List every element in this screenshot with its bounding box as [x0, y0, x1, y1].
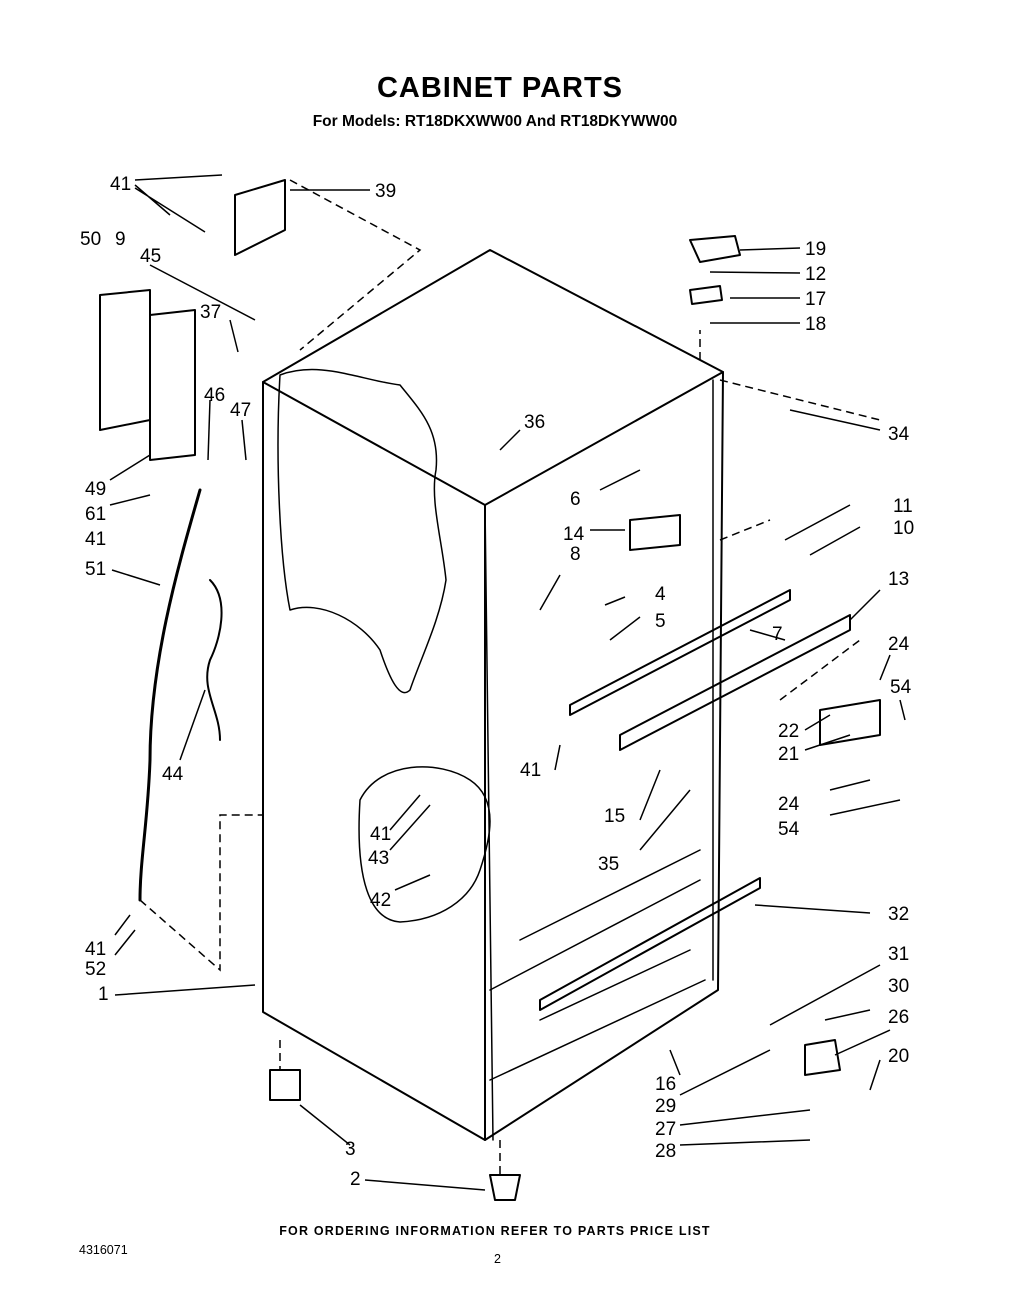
callout-43: 43 — [368, 848, 389, 869]
callout-61: 61 — [85, 504, 106, 525]
callout-2: 2 — [350, 1169, 361, 1190]
callout-49: 49 — [85, 479, 106, 500]
document-part-number: 4316071 — [79, 1243, 128, 1257]
callout-22: 22 — [778, 721, 799, 742]
hinge-cover-19 — [689, 235, 741, 263]
callout-24: 24 — [888, 634, 910, 655]
callout-42: 42 — [370, 890, 391, 911]
callout-3: 3 — [345, 1139, 356, 1160]
callout-41: 41 — [85, 939, 106, 960]
callout-29: 29 — [655, 1096, 676, 1117]
cutaway-lower — [358, 766, 491, 923]
gasket-61 — [149, 309, 196, 461]
rail-7 — [569, 589, 791, 716]
callout-18: 18 — [805, 314, 826, 335]
callout-15: 15 — [604, 806, 625, 827]
callout-52: 52 — [85, 959, 106, 980]
callout-24: 24 — [778, 794, 800, 815]
callout-10: 10 — [893, 518, 914, 539]
callout-21: 21 — [778, 744, 799, 765]
callout-16: 16 — [655, 1074, 676, 1095]
panel-49 — [99, 289, 151, 431]
callout-1: 1 — [98, 984, 109, 1005]
rail-32 — [539, 877, 761, 1011]
callout-34: 34 — [888, 424, 910, 445]
callout-5: 5 — [655, 611, 666, 632]
callout-28: 28 — [655, 1141, 676, 1162]
callout-7: 7 — [772, 624, 783, 645]
callout-41: 41 — [520, 760, 541, 781]
models-subtitle: For Models: RT18DKXWW00 And RT18DKYWW00 — [312, 113, 678, 130]
callout-9: 9 — [115, 229, 126, 250]
callout-19: 19 — [805, 239, 826, 260]
water-tube-51 — [138, 488, 202, 902]
roller-3 — [269, 1069, 301, 1101]
callout-41: 41 — [85, 529, 106, 550]
callout-8: 8 — [570, 544, 581, 565]
callout-32: 32 — [888, 904, 909, 925]
callout-51: 51 — [85, 559, 106, 580]
callout-46: 46 — [204, 385, 225, 406]
bracket-39 — [234, 179, 286, 256]
callout-36: 36 — [524, 412, 545, 433]
hinge-17 — [689, 285, 723, 305]
callout-13: 13 — [888, 569, 909, 590]
wire-harness-44 — [206, 579, 223, 741]
callout-44: 44 — [162, 764, 184, 785]
callout-41: 41 — [370, 824, 391, 845]
callout-6: 6 — [570, 489, 581, 510]
callout-14: 14 — [563, 524, 585, 545]
callout-37: 37 — [200, 302, 221, 323]
callout-4: 4 — [655, 584, 666, 605]
callout-45: 45 — [140, 246, 161, 267]
callout-54: 54 — [778, 819, 800, 840]
cabinet-outline — [262, 249, 724, 1141]
page-title: CABINET PARTS — [376, 72, 624, 104]
callout-11: 11 — [893, 496, 913, 517]
hinge-22 — [819, 699, 881, 746]
callout-47: 47 — [230, 400, 251, 421]
callout-41: 41 — [110, 174, 131, 195]
callout-35: 35 — [598, 854, 619, 875]
callout-27: 27 — [655, 1119, 676, 1140]
bracket-26 — [804, 1039, 841, 1076]
callout-31: 31 — [888, 944, 909, 965]
callout-30: 30 — [888, 976, 909, 997]
bracket-14 — [629, 514, 681, 551]
leg-2 — [489, 1174, 521, 1201]
callout-26: 26 — [888, 1007, 909, 1028]
callout-39: 39 — [375, 181, 396, 202]
cutaway-upper — [277, 368, 447, 694]
callout-20: 20 — [888, 1046, 909, 1067]
callout-54: 54 — [890, 677, 912, 698]
callout-17: 17 — [805, 289, 826, 310]
callout-50: 50 — [80, 229, 101, 250]
callout-12: 12 — [805, 264, 826, 285]
page-number: 2 — [494, 1252, 501, 1266]
rail-13 — [619, 614, 851, 751]
ordering-info-footer: FOR ORDERING INFORMATION REFER TO PARTS … — [279, 1224, 711, 1238]
